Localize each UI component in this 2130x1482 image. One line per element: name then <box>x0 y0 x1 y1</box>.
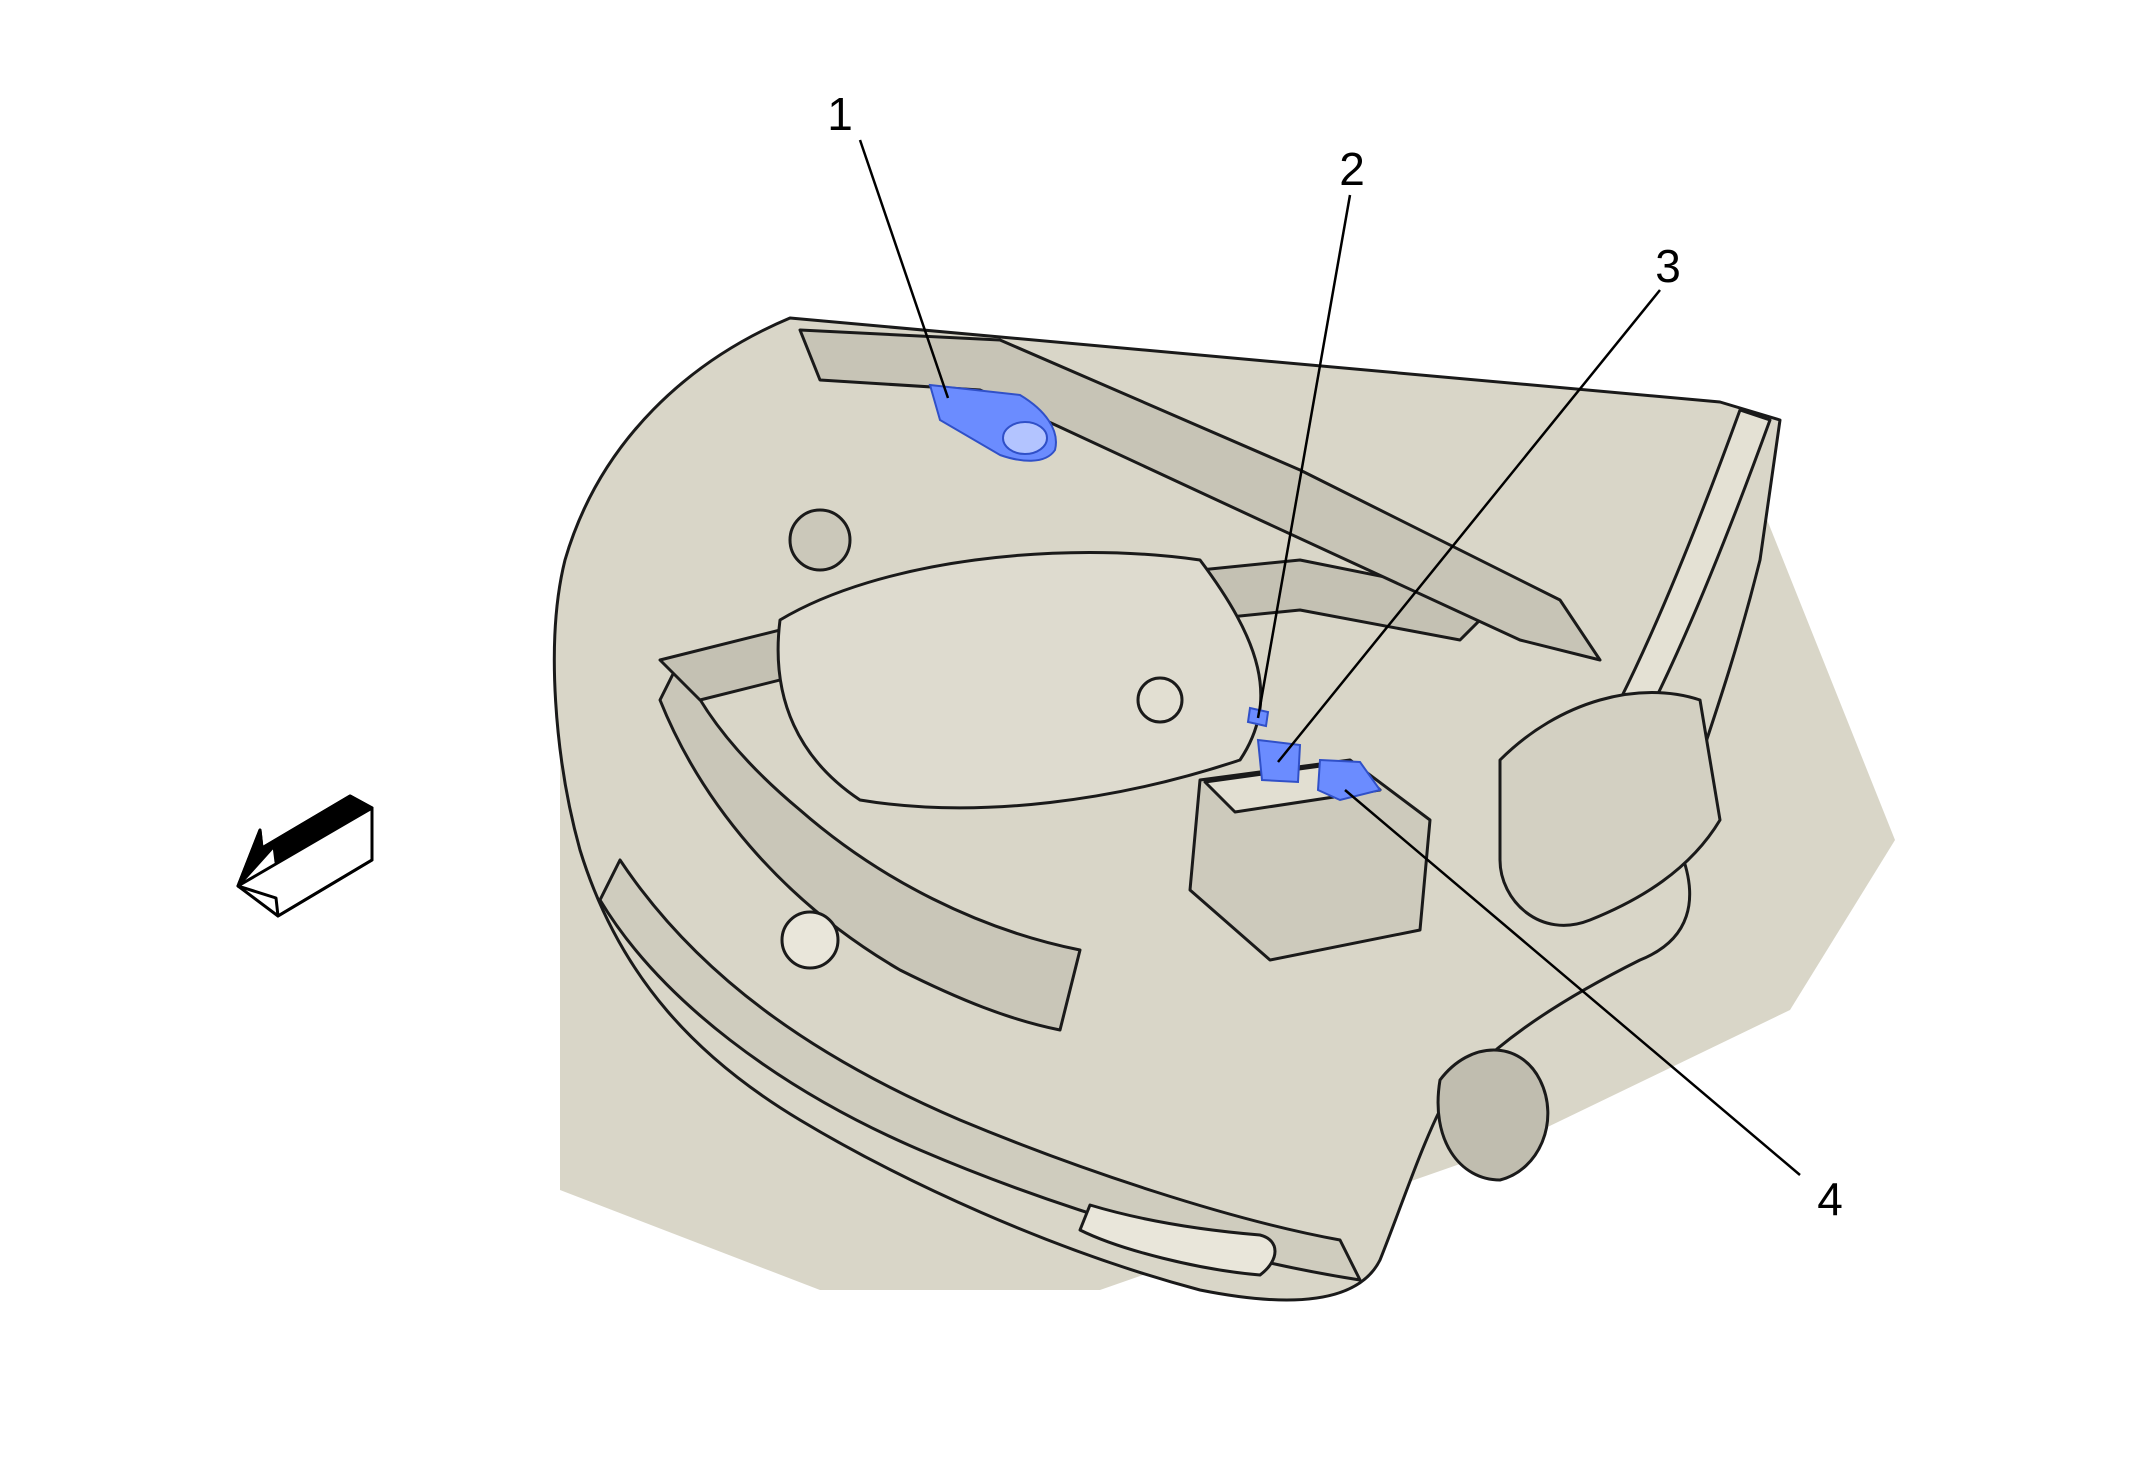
fog-lamp <box>1078 1203 1277 1277</box>
strut-mount-left <box>788 508 852 572</box>
highlighted-components <box>928 383 1382 802</box>
grille <box>658 658 1082 1032</box>
cowl-panel <box>798 328 1602 662</box>
arrow-outline <box>236 794 374 918</box>
vehicle-front-body <box>552 316 1782 1302</box>
leader-line-4 <box>1344 789 1801 1176</box>
component-1-canister <box>1002 421 1048 455</box>
front-bumper <box>598 858 1362 1282</box>
front-fender <box>1498 691 1722 927</box>
leader-line-2 <box>1256 194 1352 719</box>
leader-line-3 <box>1277 289 1661 763</box>
callout-1: 1 <box>827 88 853 140</box>
leader-line-1 <box>858 139 950 399</box>
reservoir-cap <box>1136 676 1184 724</box>
grille-emblem <box>780 910 840 970</box>
front-direction-arrow-icon <box>236 794 374 918</box>
wheel-hub <box>1436 1048 1550 1182</box>
callout-4: 4 <box>1817 1173 1843 1225</box>
engine-bay-floor <box>776 551 1263 810</box>
callout-2: 2 <box>1339 143 1365 195</box>
component-4-highlight <box>1316 758 1382 802</box>
leader-lines <box>858 139 1801 1176</box>
callout-3: 3 <box>1655 240 1681 292</box>
